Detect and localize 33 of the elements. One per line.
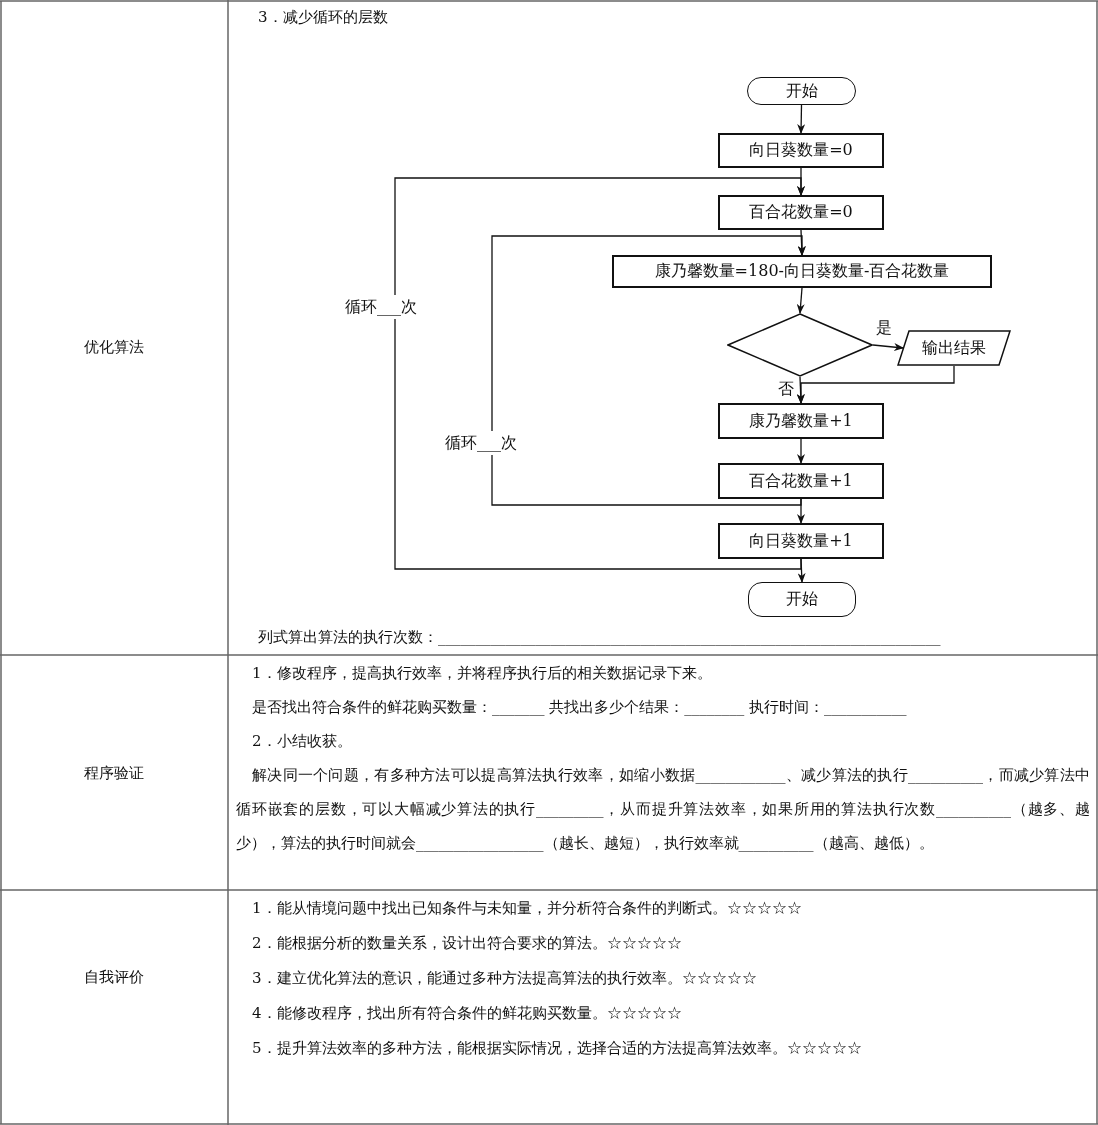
text-line: 3．减少循环的层数 xyxy=(258,7,388,28)
arrow xyxy=(797,438,805,464)
terminal-box: 开始 xyxy=(747,77,856,105)
text-line: 2．能根据分析的数量关系，设计出符合要求的算法。☆☆☆☆☆ xyxy=(252,933,682,954)
text-line: 1．能从情境问题中找出已知条件与未知量，并分析符合条件的判断式。☆☆☆☆☆ xyxy=(252,898,802,919)
text-line: 2．小结收获。 xyxy=(252,731,352,752)
process-box: 向日葵数量=0 xyxy=(718,133,884,168)
decision-diamond xyxy=(727,313,873,377)
text-line: 1．修改程序，提高执行效率，并将程序执行后的相关数据记录下来。 xyxy=(252,663,712,684)
text-line: 列式算出算法的执行次数：___________________________________________________________________ xyxy=(258,627,941,648)
text-line: 3．建立优化算法的意识，能通过多种方法提高算法的执行效率。☆☆☆☆☆ xyxy=(252,968,757,989)
text-line: 4．能修改程序，找出所有符合条件的鲜花购买数量。☆☆☆☆☆ xyxy=(252,1003,682,1024)
edge-label: 循环___次 xyxy=(445,431,517,455)
text-line: 是否找出符合条件的鲜花购买数量：_______ 共找出多少个结果：________ 执行时间：___________ xyxy=(252,697,907,718)
edge-label: 循环___次 xyxy=(345,295,417,319)
arrow xyxy=(491,235,806,506)
row-heading: 程序验证 xyxy=(83,763,145,784)
arrow xyxy=(394,177,805,570)
process-box: 向日葵数量+1 xyxy=(718,523,884,559)
row-heading: 自我评价 xyxy=(83,967,145,988)
process-box: 百合花数量=0 xyxy=(718,195,884,230)
io-parallelogram: 输出结果 xyxy=(897,330,1011,366)
paragraph: 解决同一个问题，有多种方法可以提高算法执行效率，如缩小数据____________、减少算法的执行__________，而减少算法中循环嵌套的层数，可以大幅减少算法的执行_________，从而提升算法效率，如果所用的算法执行次数__________（越多、越少），算法的执行时间就会_________________（越长、越短），执行效率就__________（越高、越低）。 xyxy=(236,765,1090,854)
process-box: 康乃馨数量=180-向日葵数量-百合花数量 xyxy=(612,255,992,288)
arrow xyxy=(797,104,806,134)
process-box: 百合花数量+1 xyxy=(718,463,884,499)
row-heading: 优化算法 xyxy=(83,337,145,358)
terminal-box: 开始 xyxy=(748,582,856,617)
arrow xyxy=(872,343,904,352)
text-line: 5．提升算法效率的多种方法，能根据实际情况，选择合适的方法提高算法效率。☆☆☆☆☆ xyxy=(252,1038,862,1059)
arrow xyxy=(797,365,955,404)
arrow xyxy=(796,287,805,314)
process-box: 康乃馨数量+1 xyxy=(718,403,884,439)
